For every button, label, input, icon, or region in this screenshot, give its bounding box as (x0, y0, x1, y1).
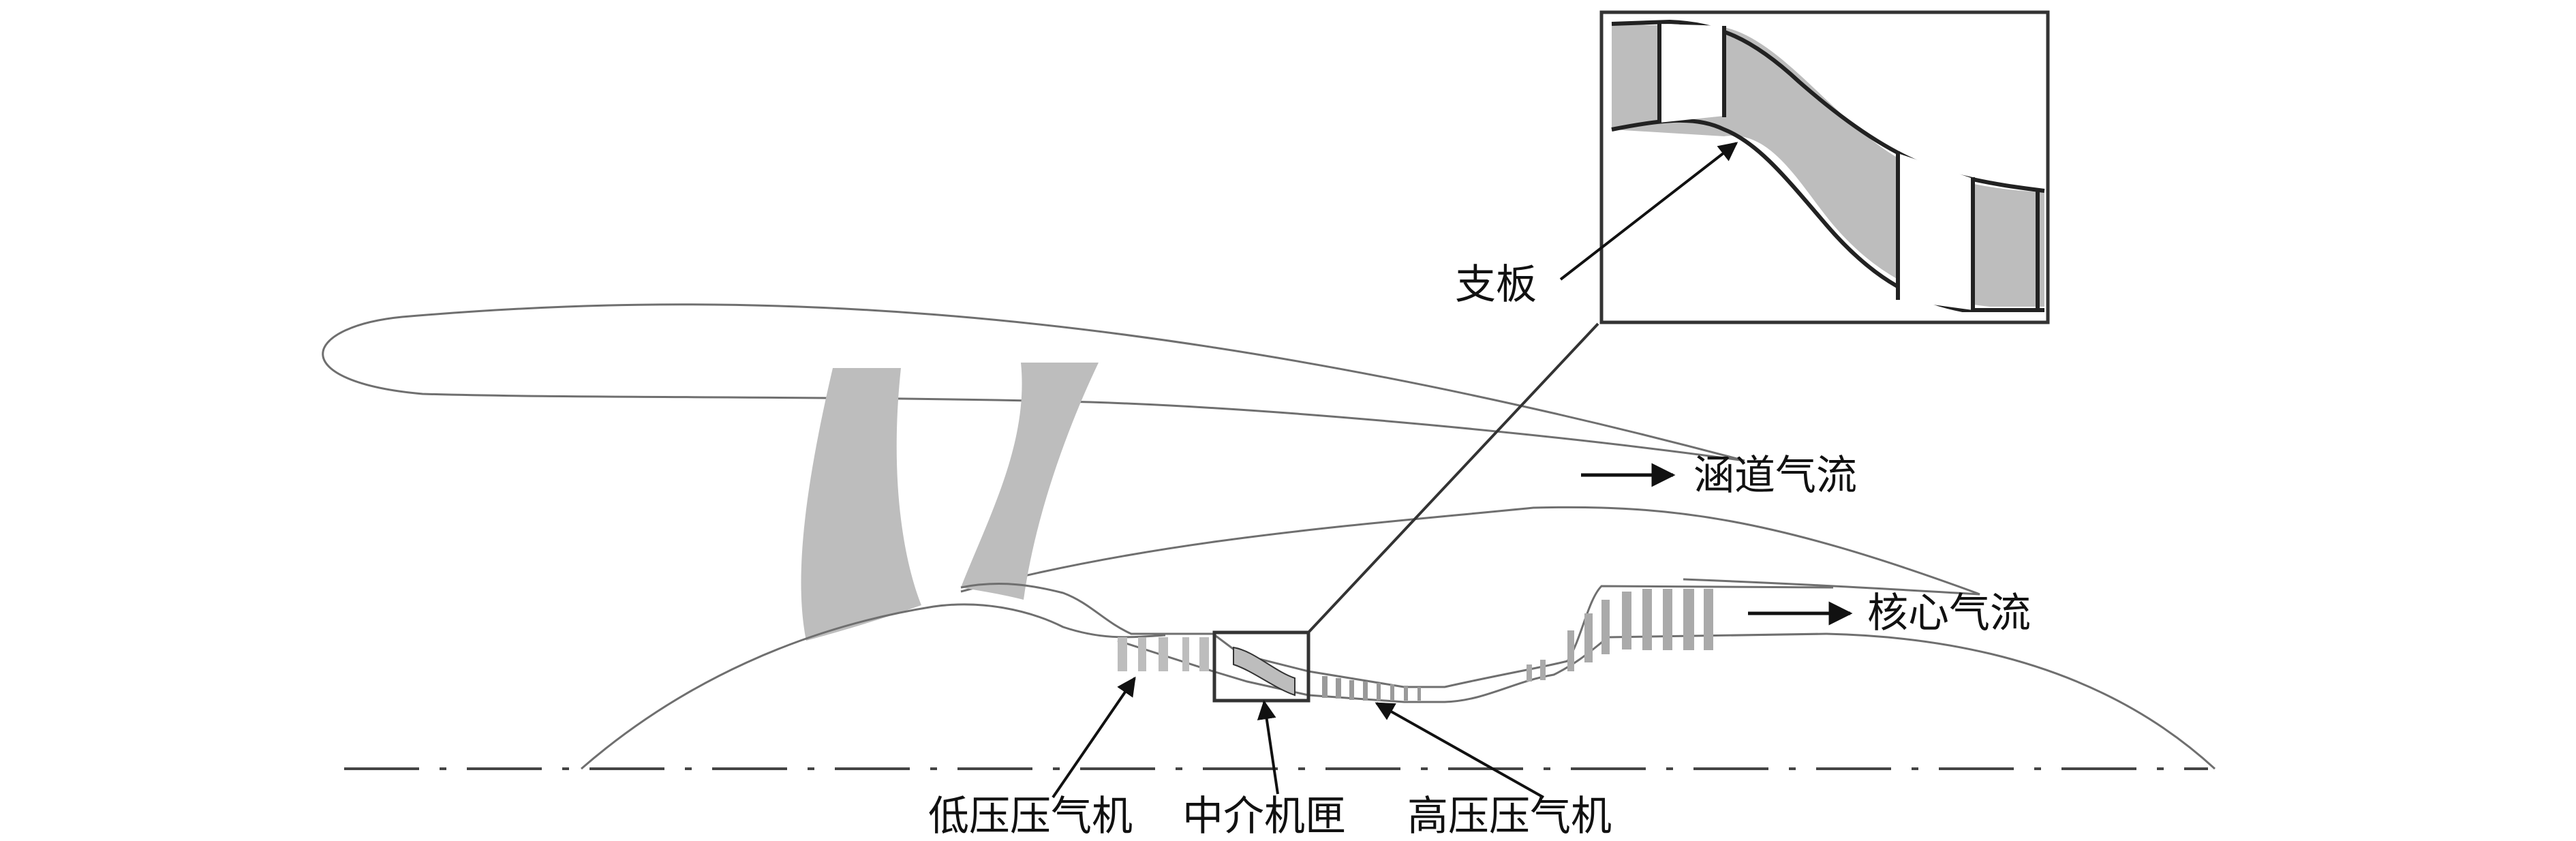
inset-gap-left (1659, 24, 1724, 123)
turbine-blades (1527, 589, 1713, 682)
bypass-vane-rear (961, 363, 1099, 600)
zoom-connector (1306, 322, 1599, 635)
intermediate-case-strut (1233, 646, 1295, 697)
strut-detail-inset (1599, 10, 2050, 324)
hp-compressor-leader (1375, 702, 1544, 799)
lp-compressor-leader (1052, 676, 1136, 799)
core-duct-inner (1117, 632, 1827, 703)
lp-compressor-blades (1118, 637, 1209, 671)
core-flow-label: 核心气流 (1867, 590, 2031, 637)
inset-gap-right (1898, 153, 1973, 310)
intermediate-case-leader (1257, 700, 1279, 795)
core-cowl-outline (960, 506, 1980, 596)
hp-compressor-blades (1322, 676, 1421, 701)
fan-blade-front (801, 368, 921, 641)
lp-compressor-label: 低压压气机 (928, 793, 1133, 840)
hp-compressor-label: 高压压气机 (1407, 793, 1612, 840)
bypass-flow-label: 涵道气流 (1693, 452, 1857, 500)
core-casing-outline (1826, 632, 2216, 770)
strut-label: 支板 (1455, 261, 1537, 309)
intermediate-case-label: 中介机匣 (1182, 793, 1346, 840)
strut-leader-arrow (1559, 142, 1738, 281)
hub-outline (581, 603, 1166, 770)
